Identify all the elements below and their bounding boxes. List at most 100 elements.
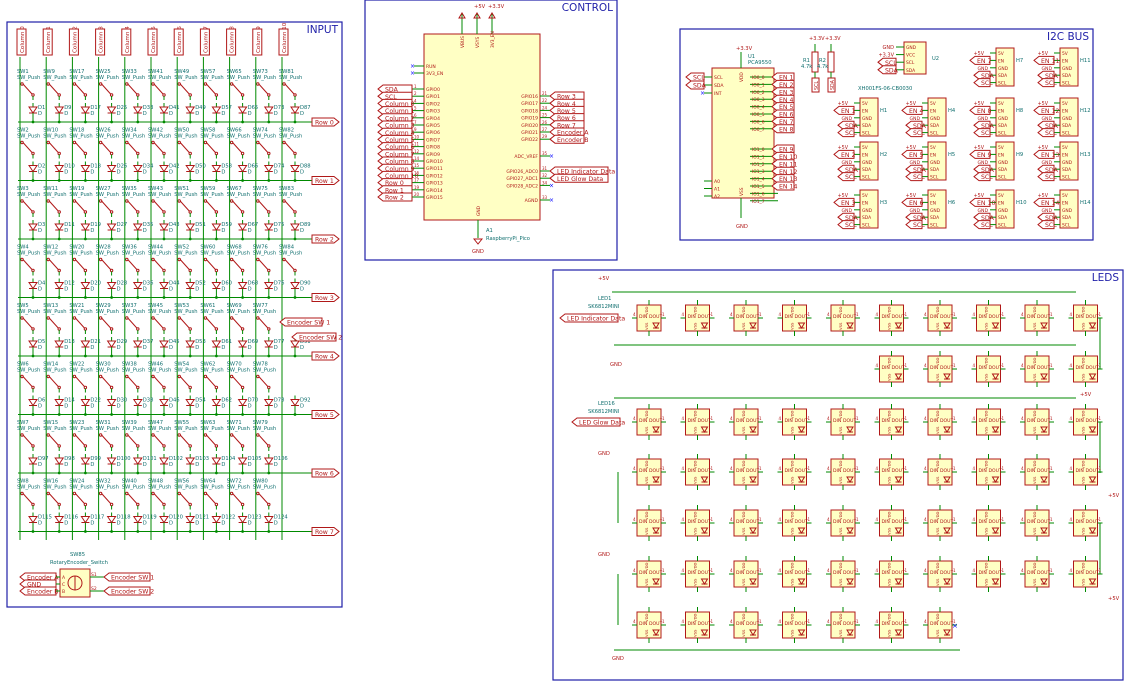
no-connect-mark: ×: [952, 622, 958, 630]
diode-body: [263, 106, 274, 114]
led-vdd: VDD: [741, 460, 746, 469]
diode-body: [211, 165, 222, 173]
diode-value: D: [38, 287, 42, 293]
led-vdd: VDD: [1081, 306, 1086, 315]
led-pin-number: 4: [876, 568, 879, 573]
led-vdd-name: VDD: [984, 460, 989, 469]
connector-bus-label: SDA: [981, 215, 995, 222]
switch-value: SW_Push: [122, 251, 145, 257]
switch-lever: [153, 317, 164, 329]
switch-ref: SW45: [148, 303, 163, 309]
switch-value: SW_Push: [279, 134, 302, 140]
diode-ref: D65: [248, 105, 259, 111]
led-vss-name: VSS: [935, 426, 940, 434]
pico-left-pin: GPIO11: [426, 166, 443, 172]
diode-value: D: [248, 170, 252, 176]
diode-ref: D27: [117, 222, 128, 228]
switch-value: SW_Push: [174, 134, 197, 140]
diode-body: [290, 282, 300, 290]
switch-lever: [22, 434, 33, 446]
diode-body: [54, 106, 65, 114]
pico-right-pin-number: 33: [542, 195, 548, 200]
switch-value: SW_Push: [17, 426, 40, 432]
led-vss: VSS: [1032, 322, 1037, 330]
connector-power: +5V: [974, 193, 985, 199]
column-label-8: Column 8: [226, 26, 237, 56]
column-label-box: [199, 28, 210, 56]
led-vdd-name: VDD: [644, 410, 649, 419]
diode-ref: D29: [117, 339, 128, 345]
diode-value: D: [64, 228, 68, 234]
connector-power: +5V: [906, 193, 917, 199]
encoder-ref: SW85: [70, 552, 85, 558]
pico-left-pin: GPIO2: [426, 101, 440, 107]
pico-gnd-pin: GND: [476, 205, 482, 216]
switch-value: SW_Push: [253, 134, 276, 140]
led-vss: VSS: [838, 426, 843, 434]
u2-pin: VCC: [906, 53, 915, 59]
junction-dot: [110, 354, 113, 358]
junction-dot: [267, 530, 271, 533]
diode-value: D: [38, 111, 42, 117]
led-dout: DOUT: [1037, 365, 1051, 371]
diode-value: D: [274, 345, 278, 351]
switch-lever: [48, 434, 59, 446]
diode-body: [54, 282, 65, 290]
pico-right-pin: GPIO28_ADC2: [506, 183, 538, 189]
led-vss: VSS: [1032, 373, 1037, 381]
switch-lever: [258, 376, 269, 387]
no-connect-mark: ×: [410, 70, 415, 77]
junction-dot: [162, 530, 166, 533]
led-vss: VSS: [693, 578, 698, 586]
led-vdd-name: VDD: [644, 562, 649, 571]
connector-ref: H12: [1080, 108, 1091, 114]
mux-body: [711, 67, 775, 199]
led-din: DIN: [736, 418, 744, 424]
led-vdd: VDD: [790, 410, 795, 419]
pico-left-pin-number: 11: [414, 142, 420, 147]
led-din: DIN: [688, 570, 696, 576]
led-vdd: VDD: [644, 511, 649, 520]
junction-dot: [110, 237, 113, 241]
diode-body: [185, 516, 196, 524]
junction-dot: [241, 296, 245, 299]
led-diode-mark: [749, 476, 757, 483]
switch-lever: [75, 493, 85, 504]
led-pin-number: 1: [1099, 568, 1102, 573]
pico-left-pin-number: 17: [414, 178, 420, 183]
connector-pin: SCL: [862, 131, 871, 137]
led-din: DIN: [882, 570, 890, 576]
led-vdd-name: VDD: [693, 613, 698, 622]
diode-body: [211, 223, 222, 231]
led-vdd: VDD: [790, 460, 795, 469]
led-pin-number: 4: [633, 312, 636, 317]
led-din: DIN: [1076, 468, 1084, 474]
led-vss: VSS: [984, 476, 989, 484]
switch-value: SW_Push: [227, 368, 250, 374]
diode-body: [132, 457, 143, 465]
led-vdd-name: VDD: [935, 410, 940, 419]
pico-top-pin: VSYS: [475, 37, 481, 48]
diode-value: D: [90, 170, 94, 176]
led-glow-label: LED Glow Data: [579, 420, 625, 427]
diode-ref: D25: [117, 105, 128, 111]
diode-value: D: [274, 404, 278, 410]
led-dout: DOUT: [649, 621, 663, 627]
switch-ref: SW58: [200, 128, 215, 134]
junction-dot: [215, 471, 218, 475]
led-din: DIN: [930, 468, 938, 474]
led-diode-mark: [797, 426, 806, 433]
led-pin-number: 1: [808, 619, 811, 624]
connector-pin: 5V: [998, 145, 1004, 151]
switch-ref: SW84: [279, 245, 295, 251]
led-vss-name: VSS: [984, 373, 989, 381]
mux-vdd: VDD: [739, 72, 745, 82]
connector-pin: GND: [862, 160, 873, 166]
connector-pin: 5V: [1062, 145, 1068, 151]
led-pin-number: 4: [730, 619, 733, 624]
connector-gnd: GND: [977, 116, 988, 122]
led-pin-number: 1: [905, 568, 908, 573]
switch-value: SW_Push: [43, 309, 66, 315]
connector-bus-label-flag: [905, 120, 923, 130]
led-din: DIN: [736, 314, 744, 320]
